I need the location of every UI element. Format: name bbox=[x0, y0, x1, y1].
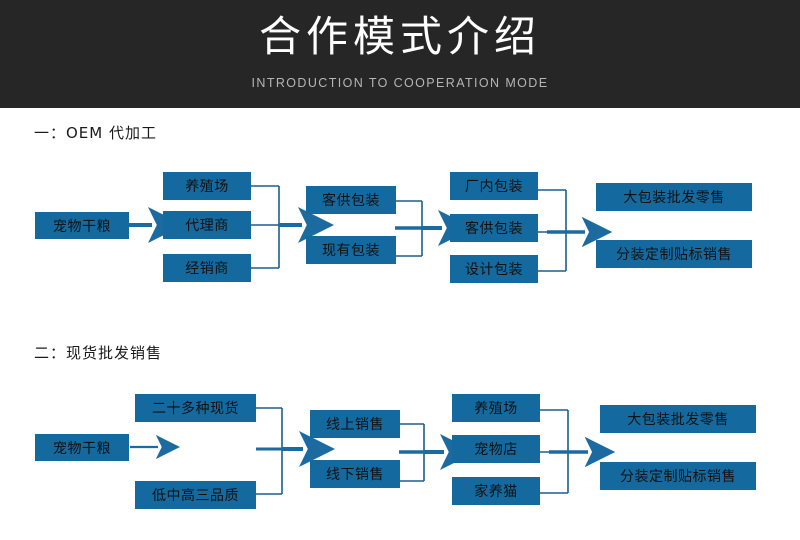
flow-box-s1-source-pet-dry-food[interactable]: 宠物干粮 bbox=[35, 212, 129, 239]
flow-box-s1-channel-agent[interactable]: 代理商 bbox=[163, 211, 251, 239]
flow-box-s2-sales-bulk-wholesale-retail[interactable]: 大包装批发零售 bbox=[600, 405, 756, 433]
flow-box-s2-channel-online-sales[interactable]: 线上销售 bbox=[310, 410, 400, 438]
page-subtitle: INTRODUCTION TO COOPERATION MODE bbox=[251, 76, 549, 90]
flow-box-s1-channel-farm[interactable]: 养殖场 bbox=[163, 172, 251, 200]
flow-box-s1-sales-bulk-wholesale-retail[interactable]: 大包装批发零售 bbox=[596, 183, 752, 211]
page-header: 合作模式介绍 INTRODUCTION TO COOPERATION MODE bbox=[0, 0, 800, 108]
flow-box-s1-packaging-type-in-factory[interactable]: 厂内包装 bbox=[450, 172, 538, 200]
flow-box-s1-sales-repack-custom-label[interactable]: 分装定制贴标销售 bbox=[596, 240, 752, 268]
section-heading-stock: 二：现货批发销售 bbox=[34, 344, 163, 362]
flow-box-s2-source-pet-dry-food[interactable]: 宠物干粮 bbox=[35, 434, 129, 461]
flow-box-s2-stock-twenty-plus-varieties[interactable]: 二十多种现货 bbox=[135, 394, 256, 422]
flow-box-s1-packaging-type-customer-supplied[interactable]: 客供包装 bbox=[450, 214, 538, 242]
flow-box-s2-sales-repack-custom-label[interactable]: 分装定制贴标销售 bbox=[600, 462, 756, 490]
flow-box-s2-customer-pet-shop[interactable]: 宠物店 bbox=[452, 435, 540, 463]
flow-box-s1-packaging-type-designed[interactable]: 设计包装 bbox=[450, 255, 538, 283]
flow-box-s1-packaging-source-existing[interactable]: 现有包装 bbox=[306, 236, 396, 264]
flow-box-s2-customer-home-cat[interactable]: 家养猫 bbox=[452, 477, 540, 505]
flow-box-s2-stock-three-quality-grades[interactable]: 低中高三品质 bbox=[135, 481, 256, 509]
flow-box-s2-channel-offline-sales[interactable]: 线下销售 bbox=[310, 460, 400, 488]
flow-box-s1-channel-distributor[interactable]: 经销商 bbox=[163, 254, 251, 282]
page-title: 合作模式介绍 bbox=[258, 12, 541, 61]
section-heading-oem: 一：OEM 代加工 bbox=[34, 124, 157, 142]
flow-box-s2-customer-farm[interactable]: 养殖场 bbox=[452, 394, 540, 422]
flow-box-s1-packaging-source-customer-supplied[interactable]: 客供包装 bbox=[306, 186, 396, 214]
